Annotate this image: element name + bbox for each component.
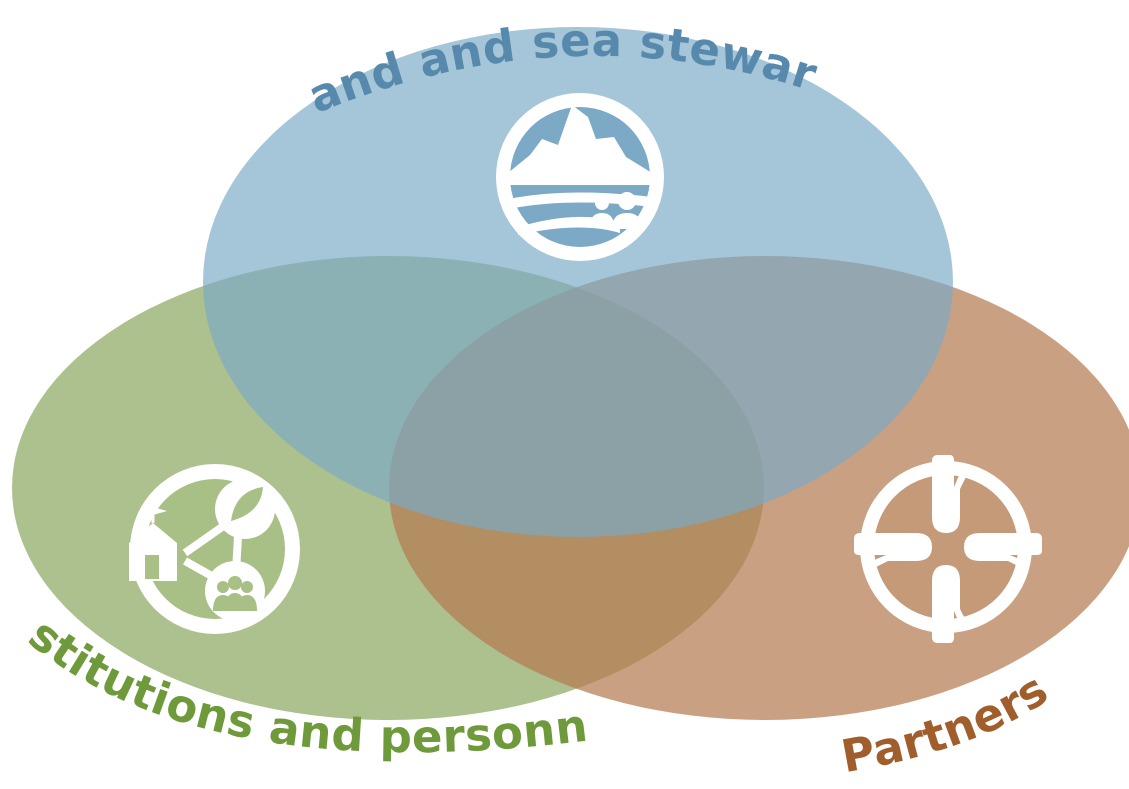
four-hands-icon: [854, 447, 1042, 643]
landscape-people-icon: [496, 93, 664, 261]
school-plant-community-network-icon: [129, 464, 300, 634]
ellipse-stewards: [203, 27, 953, 537]
